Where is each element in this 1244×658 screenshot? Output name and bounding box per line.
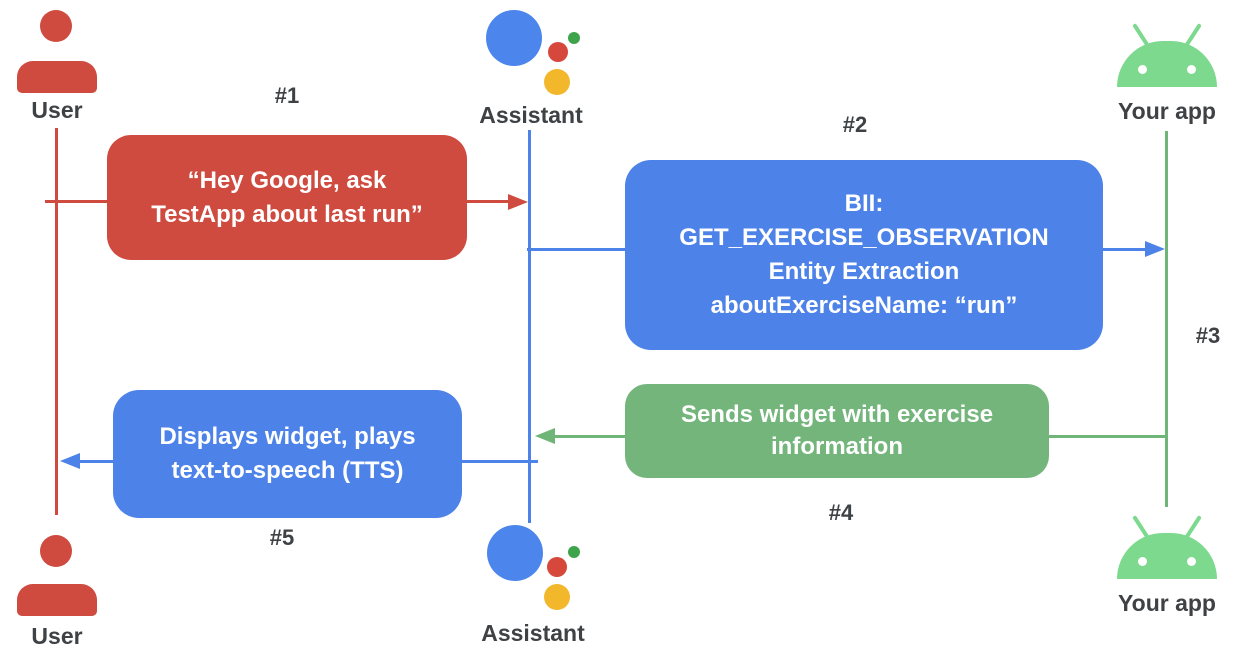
message-4-line-2: information xyxy=(771,433,903,460)
person-body-icon xyxy=(17,584,97,616)
user-lifeline xyxy=(55,128,58,515)
step-label-1: #1 xyxy=(274,83,300,108)
message-1-line-2: TestApp about last run” xyxy=(151,200,423,228)
message-4-line-1: Sends widget with exercise xyxy=(680,401,994,428)
arrow-4-head-icon xyxy=(535,428,555,444)
assistant-lifeline xyxy=(528,130,531,523)
assistant-green-dot-icon xyxy=(568,32,580,44)
message-box-1: “Hey Google, ask TestApp about last run” xyxy=(107,135,467,260)
arrow-5-head-icon xyxy=(60,453,80,469)
message-2-line-2: GET_EXERCISE_OBSERVATION xyxy=(679,224,1049,251)
message-1-line-1: “Hey Google, ask xyxy=(187,166,387,194)
assistant-red-circle-icon xyxy=(547,557,567,577)
step-label-2: #2 xyxy=(842,112,868,137)
android-eye-right-icon xyxy=(1187,557,1196,566)
arrow-2-head-icon xyxy=(1145,241,1165,257)
message-box-2: BII: GET_EXERCISE_OBSERVATION Entity Ext… xyxy=(625,160,1103,350)
person-head-icon xyxy=(40,10,72,42)
assistant-yellow-circle-icon xyxy=(544,584,570,610)
app-label-bottom: Your app xyxy=(1118,590,1216,616)
step-label-4: #4 xyxy=(828,500,854,525)
message-2-line-1: BII: xyxy=(844,190,884,217)
person-body-icon xyxy=(17,61,97,93)
assistant-yellow-circle-icon xyxy=(544,69,570,95)
android-eye-left-icon xyxy=(1138,557,1147,566)
step-label-5: #5 xyxy=(269,525,295,550)
message-5-line-1: Displays widget, plays xyxy=(159,423,416,450)
message-2-line-4: aboutExerciseName: “run” xyxy=(710,292,1018,319)
android-dome-icon xyxy=(1117,533,1217,579)
app-label-top: Your app xyxy=(1118,98,1216,124)
person-head-icon xyxy=(40,535,72,567)
assistant-label-top: Assistant xyxy=(479,102,583,128)
message-5-line-2: text-to-speech (TTS) xyxy=(171,457,404,484)
android-eye-left-icon xyxy=(1138,65,1147,74)
assistant-label-bottom: Assistant xyxy=(481,620,585,646)
message-2-line-3: Entity Extraction xyxy=(768,258,960,285)
assistant-red-circle-icon xyxy=(548,42,568,62)
message-box-4: Sends widget with exercise information xyxy=(625,384,1049,478)
step-label-3: #3 xyxy=(1195,323,1221,348)
user-label-top: User xyxy=(31,97,83,123)
assistant-blue-circle-icon xyxy=(487,525,543,581)
app-lifeline xyxy=(1165,131,1168,507)
assistant-green-dot-icon xyxy=(568,546,580,558)
android-dome-icon xyxy=(1117,41,1217,87)
user-label-bottom: User xyxy=(31,623,83,649)
message-box-5: Displays widget, plays text-to-speech (T… xyxy=(113,390,462,518)
android-eye-right-icon xyxy=(1187,65,1196,74)
arrow-1-head-icon xyxy=(508,194,528,210)
assistant-blue-circle-icon xyxy=(486,10,542,66)
